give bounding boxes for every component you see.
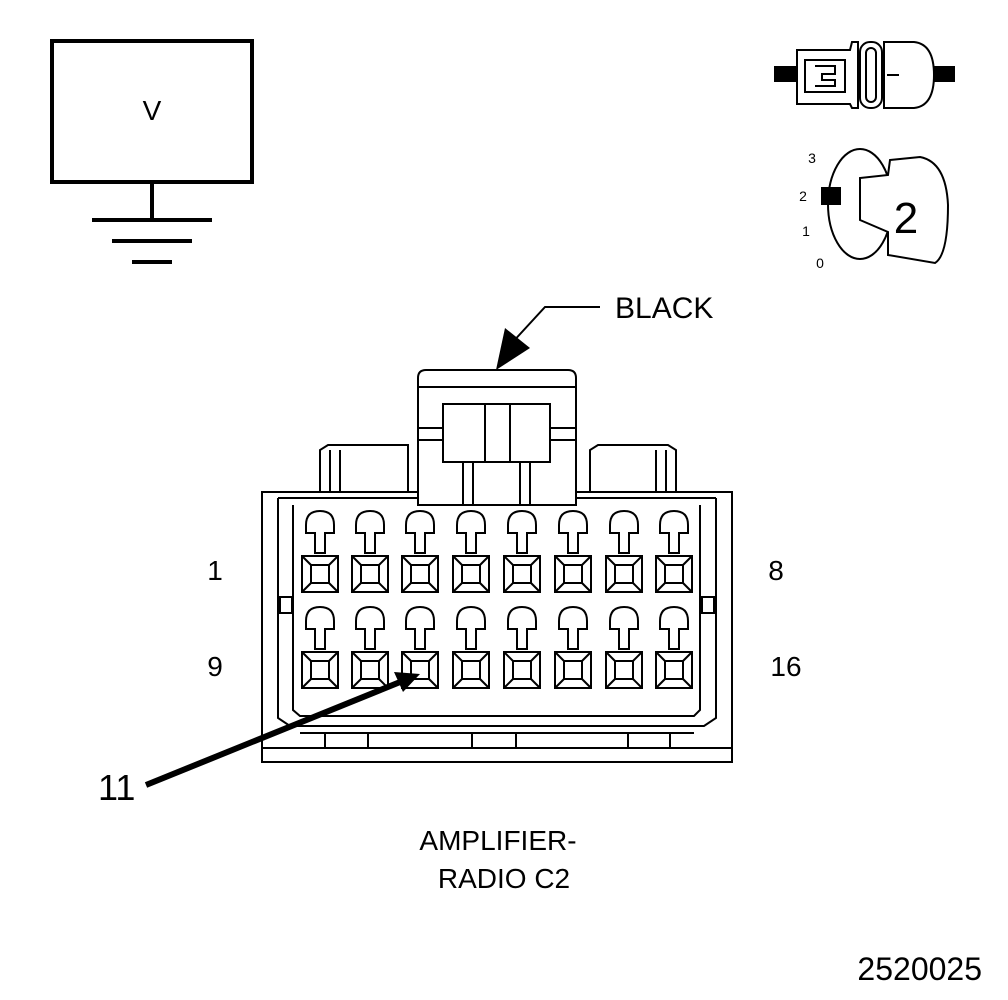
pin-cavity-14 <box>554 605 592 689</box>
pin-label-8: 8 <box>768 555 784 586</box>
connector-name-line2: RADIO C2 <box>438 863 570 894</box>
pin-cavities <box>301 509 693 689</box>
figure-id: 2520025 <box>857 951 982 987</box>
voltmeter-icon <box>50 39 254 264</box>
connector-name-line1: AMPLIFIER- <box>419 825 576 856</box>
pin-cavity-10 <box>351 605 389 689</box>
meter-label: V <box>143 95 162 126</box>
pin-callout-arrowhead <box>394 672 420 692</box>
pin-cavity-2 <box>351 509 389 593</box>
pin-callout-label: 11 <box>98 767 135 808</box>
pin-label-1: 1 <box>207 555 223 586</box>
pin-label-16: 16 <box>770 651 801 682</box>
probe-icon <box>774 41 955 109</box>
pin-cavity-4 <box>452 509 490 593</box>
pin-cavity-7 <box>605 509 643 593</box>
pin-cavity-12 <box>452 605 490 689</box>
pin-cavity-13 <box>503 605 541 689</box>
color-callout-arrow <box>496 306 600 370</box>
pin-callout-arrow <box>144 675 412 788</box>
key-number: 2 <box>894 194 918 243</box>
pin-cavity-6 <box>554 509 592 593</box>
connector-color-label: BLACK <box>615 292 713 325</box>
pin-cavity-3 <box>401 509 439 593</box>
key-position-2: 2 <box>799 188 807 204</box>
key-position-3: 3 <box>808 150 816 166</box>
pin-cavity-9 <box>301 605 339 689</box>
pin-cavity-1 <box>301 509 339 593</box>
pin-cavity-15 <box>605 605 643 689</box>
key-position-0: 0 <box>816 255 824 271</box>
pin-cavity-11 <box>401 605 439 689</box>
pin-cavity-16 <box>655 605 693 689</box>
pin-cavity-8 <box>655 509 693 593</box>
pin-cavity-5 <box>503 509 541 593</box>
key-switch-icon <box>821 148 950 265</box>
key-position-1: 1 <box>802 223 810 239</box>
pin-label-9: 9 <box>207 651 223 682</box>
